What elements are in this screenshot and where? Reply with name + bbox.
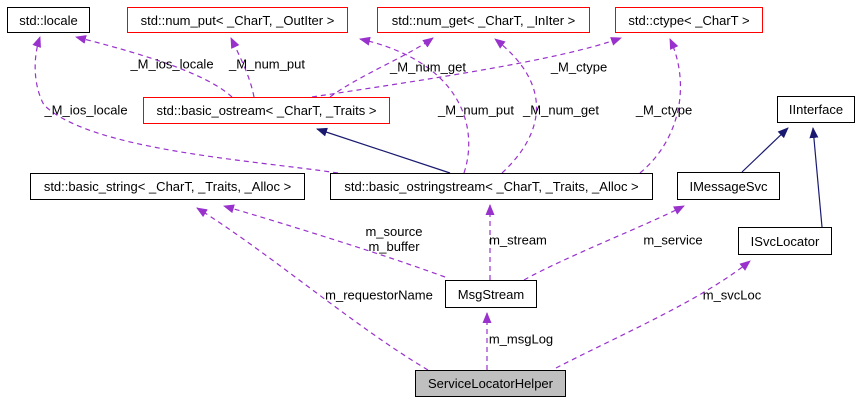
edge-std-basic-ostream-to-std-num-put [230,37,255,98]
class-node-std-basic-ostringstream[interactable]: std::basic_ostringstream< _CharT, _Trait… [330,173,653,200]
edge-label-msgstream-to-imessagesvc: m_service [643,232,703,248]
edge-label-std-basic-ostream-to-std-num-get: _M_num_get [390,59,466,75]
edge-std-basic-ostream-to-std-locale [75,35,233,98]
edge-std-basic-ostringstream-to-std-ctype [639,38,681,174]
edge-std-basic-ostringstream-to-std-basic-ostream [316,127,451,174]
edge-label-servicelocatorhelper-to-msgstream: m_msgLog [488,331,554,347]
edge-label-std-basic-ostringstream-to-std-num-get: _M_num_get [523,102,599,118]
edge-label-std-basic-ostringstream-to-std-num-put: _M_num_put [438,102,514,118]
edge-std-basic-ostream-to-std-ctype [311,37,622,98]
edge-servicelocatorhelper-to-isvclocator [555,260,751,369]
edge-label-msgstream-to-std-basic-ostringstream: m_stream [489,232,547,248]
class-node-std-num-put[interactable]: std::num_put< _CharT, _OutIter > [127,7,348,33]
edge-label-servicelocatorhelper-to-isvclocator: m_svcLoc [702,287,762,303]
class-node-isvclocator[interactable]: ISvcLocator [738,227,832,255]
class-node-std-locale[interactable]: std::locale [7,7,90,33]
class-node-iinterface[interactable]: IInterface [777,96,855,123]
edge-label-std-basic-ostream-to-std-locale: _M_ios_locale [130,56,214,72]
class-node-std-basic-string[interactable]: std::basic_string< _CharT, _Traits, _All… [30,173,305,200]
class-node-imessagesvc[interactable]: IMessageSvc [677,172,780,200]
edge-std-basic-ostream-to-std-num-get [329,37,434,98]
edge-imessagesvc-to-iinterface [741,127,789,173]
edge-isvclocator-to-iinterface [809,127,823,228]
edge-label-std-basic-ostream-to-std-num-put: _M_num_put [229,56,305,72]
class-node-servicelocatorhelper[interactable]: ServiceLocatorHelper [415,370,566,397]
class-node-std-num-get[interactable]: std::num_get< _CharT, _InIter > [377,7,590,33]
class-node-std-basic-ostream[interactable]: std::basic_ostream< _CharT, _Traits > [143,97,390,124]
edge-label-std-basic-ostringstream-to-std-ctype: _M_ctype [635,102,693,118]
edge-msgstream-to-imessagesvc [523,205,685,281]
edge-label-msgstream-to-std-basic-string: m_source m_buffer [365,224,423,254]
edge-label-std-basic-ostringstream-to-std-locale: _M_ios_locale [44,102,128,118]
edge-std-basic-ostringstream-to-std-num-get [494,38,537,174]
edge-std-basic-ostringstream-to-std-locale [32,36,339,174]
edge-label-servicelocatorhelper-to-std-basic-string: m_requestorName [325,287,433,303]
class-node-std-ctype[interactable]: std::ctype< _CharT > [615,7,763,33]
edge-label-std-basic-ostream-to-std-ctype: _M_ctype [550,59,608,75]
class-node-msgstream[interactable]: MsgStream [445,280,537,308]
